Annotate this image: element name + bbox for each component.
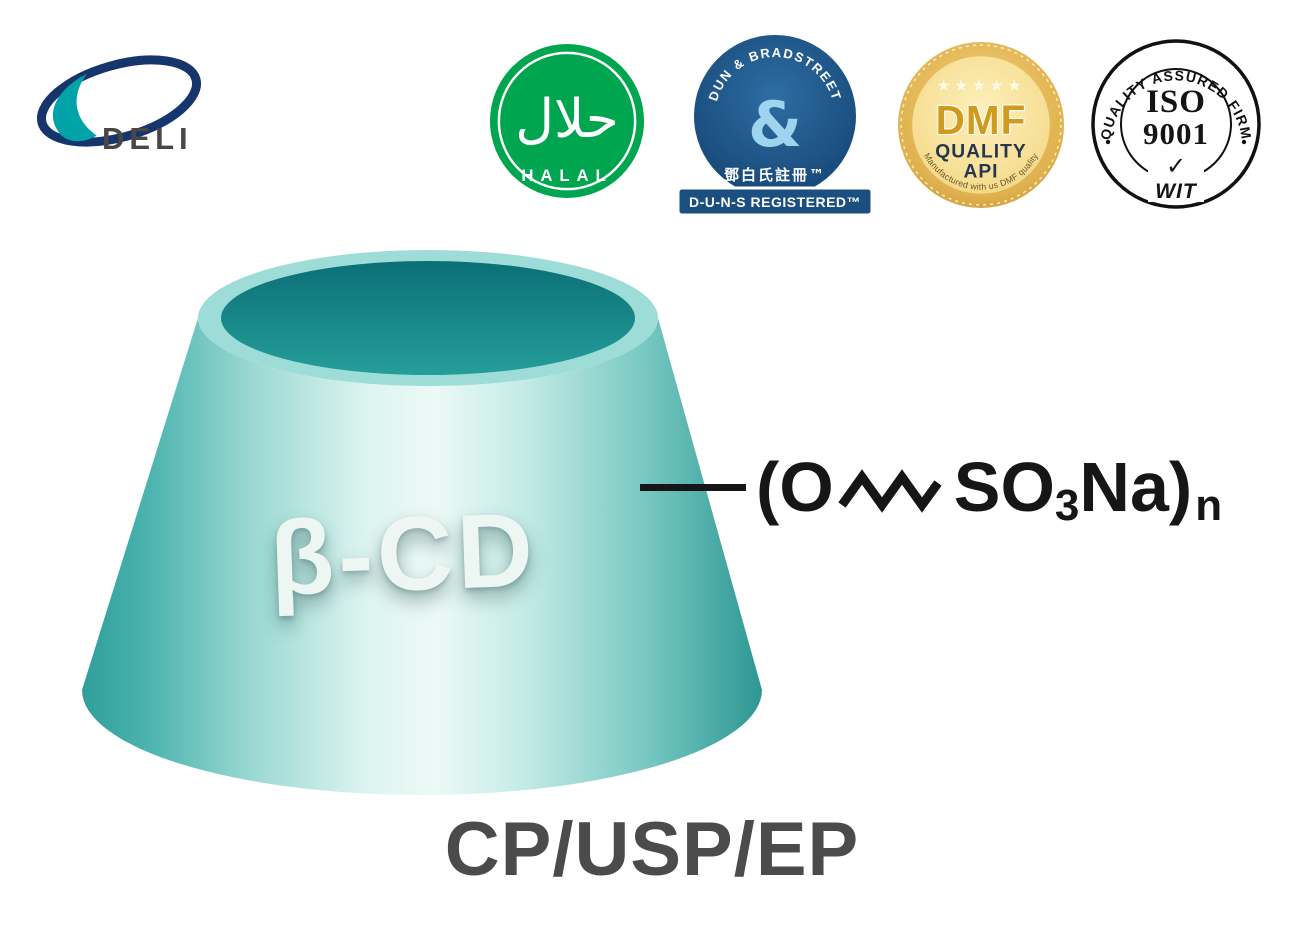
iso-title-text: ISO — [1146, 84, 1206, 120]
cyclodextrin-cone: β-CD — [70, 240, 790, 815]
cone-body — [82, 318, 762, 795]
bond-line — [640, 483, 746, 491]
dmf-inner-circle — [912, 56, 1050, 194]
standards-text: CP/USP/EP — [444, 807, 860, 892]
dmf-api-text: API — [963, 162, 998, 183]
iso-number-text: 9001 — [1143, 116, 1209, 151]
dnb-ampersand-icon: & — [748, 88, 802, 161]
dmf-badge: ★★★★★ DMF QUALITY API Manufactured with … — [896, 40, 1066, 215]
halal-inner-ring — [497, 51, 637, 191]
formula-so-text: SO — [953, 448, 1055, 526]
cone-label: β-CD — [268, 491, 539, 618]
iso-bottom-patch — [1148, 150, 1204, 202]
dmf-stars-icon: ★★★★★ — [937, 77, 1025, 95]
formula-subscript-n: n — [1195, 481, 1223, 530]
iso-left-dot-icon — [1105, 139, 1111, 145]
iso-wit-logo-text: WIT — [1155, 180, 1198, 203]
halal-label-text: HALAL — [521, 166, 612, 185]
iso-badge: QUALITY ASSURED FIRM ISO 9001 ✓ WIT — [1090, 38, 1262, 215]
dmf-ornate-ring — [900, 44, 1062, 206]
halal-circle — [489, 43, 645, 199]
dnb-badge: DUN & BRADSTREET & 鄧白氏註冊™ D-U-N-S REGIST… — [674, 32, 876, 223]
dnb-banner: D-U-N-S REGISTERED™ — [676, 186, 874, 217]
dmf-title-text: DMF — [936, 97, 1027, 143]
dnb-chinese-text: 鄧白氏註冊™ — [724, 166, 826, 184]
iso-right-dot-icon — [1241, 139, 1247, 145]
cone-opening — [221, 261, 635, 375]
formula-open-text: (O — [756, 448, 834, 526]
zigzag-bond-icon — [838, 469, 942, 513]
formula-subscript-3: 3 — [1054, 481, 1080, 530]
dnb-circle — [694, 35, 856, 197]
deli-logo: DELI — [24, 46, 239, 171]
dnb-banner-label: D-U-N-S REGISTERED™ — [689, 194, 861, 210]
iso-checkmark-icon: ✓ — [1166, 152, 1186, 180]
chemical-formula: (O SO 3 Na) n — [640, 448, 1222, 528]
formula-na-close-text: Na) — [1079, 448, 1193, 526]
dmf-quality-text: QUALITY — [935, 141, 1026, 162]
halal-arabic-text: حلال — [515, 88, 619, 150]
deli-logo-mark-icon — [36, 55, 202, 147]
deli-logo-text: DELI — [102, 121, 193, 156]
halal-badge: حلال HALAL — [488, 42, 646, 205]
